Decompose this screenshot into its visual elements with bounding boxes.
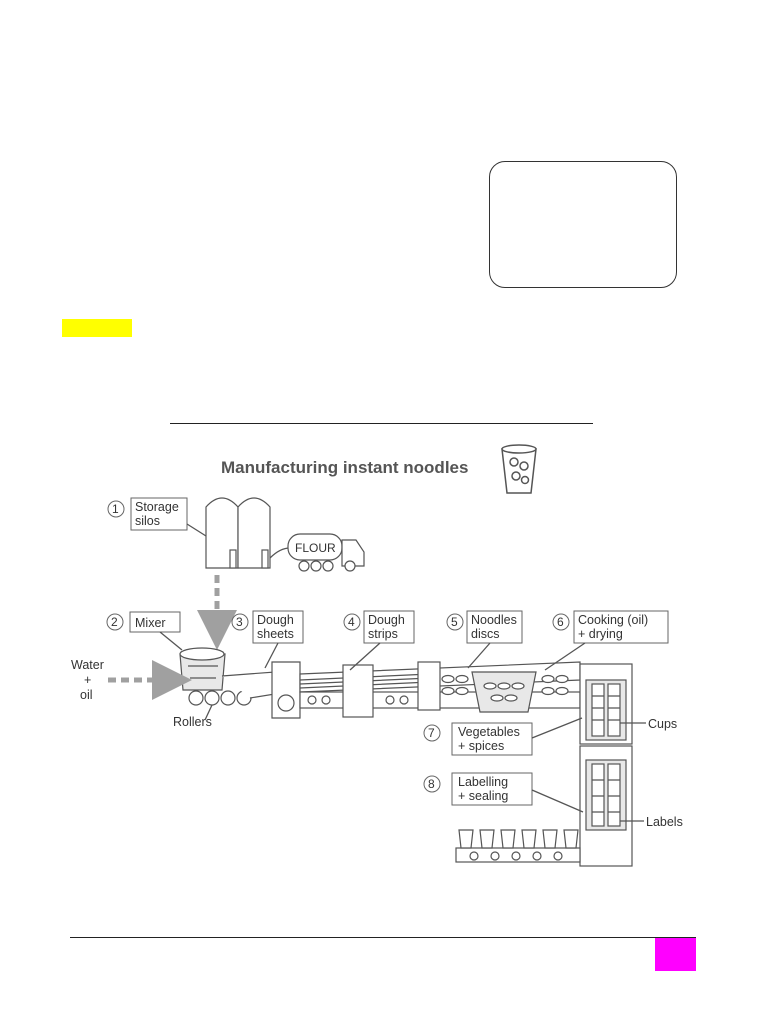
mixer (179, 647, 226, 691)
step-6-label: 6 Cooking (oil) + drying (544, 610, 669, 671)
flour-truck: FLOUR (269, 533, 365, 572)
rollers (188, 671, 276, 706)
step-5-number: 5 (451, 615, 458, 629)
labels-label: Labels (646, 815, 683, 829)
step-3-line1: Dough (257, 613, 294, 627)
noodle-discs (441, 671, 569, 713)
empty-rounded-box (489, 161, 677, 288)
main-conveyor (271, 661, 581, 719)
step-3-number: 3 (236, 615, 243, 629)
step-4-line1: Dough (368, 613, 405, 627)
step-7-line2: + spices (458, 739, 504, 753)
step-2-number: 2 (111, 615, 118, 629)
input-water: Water (71, 658, 104, 672)
step-4-line2: strips (368, 627, 398, 641)
step-8-line2: + sealing (458, 789, 508, 803)
step-8-label: 8 Labelling + sealing (423, 772, 584, 813)
step-1-line2: silos (135, 514, 160, 528)
labelling-unit (579, 745, 633, 867)
step-5-line1: Noodles (471, 613, 517, 627)
step-2-label: 2 Mixer (106, 611, 183, 651)
step-8-line1: Labelling (458, 775, 508, 789)
input-oil: oil (80, 688, 93, 702)
rollers-label: Rollers (173, 715, 212, 729)
step-8-number: 8 (428, 777, 435, 791)
cup-filling-unit (579, 663, 633, 745)
step-7-number: 7 (428, 726, 435, 740)
noodle-cup-icon (501, 444, 537, 494)
diagram-title: Manufacturing instant noodles (221, 458, 468, 477)
step-6-line2: + drying (578, 627, 623, 641)
finished-cups-conveyor (455, 829, 581, 863)
bottom-divider (70, 937, 696, 938)
step-2-line1: Mixer (135, 616, 166, 630)
step-6-line1: Cooking (oil) (578, 613, 648, 627)
storage-silos (205, 497, 271, 569)
step-3-label: 3 Dough sheets (231, 610, 304, 669)
step-4-label: 4 Dough strips (343, 610, 415, 671)
step-6-number: 6 (557, 615, 564, 629)
input-plus: + (84, 673, 91, 687)
cups-label: Cups (648, 717, 677, 731)
page-marker (655, 938, 696, 971)
step-3-line2: sheets (257, 627, 294, 641)
step-4-number: 4 (348, 615, 355, 629)
step-7-label: 7 Vegetables + spices (423, 717, 583, 756)
step-1-line1: Storage (135, 500, 179, 514)
step-7-line1: Vegetables (458, 725, 520, 739)
highlight-block (62, 319, 132, 337)
step-5-label: 5 Noodles discs (446, 610, 523, 669)
step-1-label: 1 Storage silos (107, 497, 207, 537)
step-5-line2: discs (471, 627, 499, 641)
truck-label: FLOUR (295, 541, 336, 555)
step-1-number: 1 (112, 502, 119, 516)
top-divider (170, 423, 593, 424)
